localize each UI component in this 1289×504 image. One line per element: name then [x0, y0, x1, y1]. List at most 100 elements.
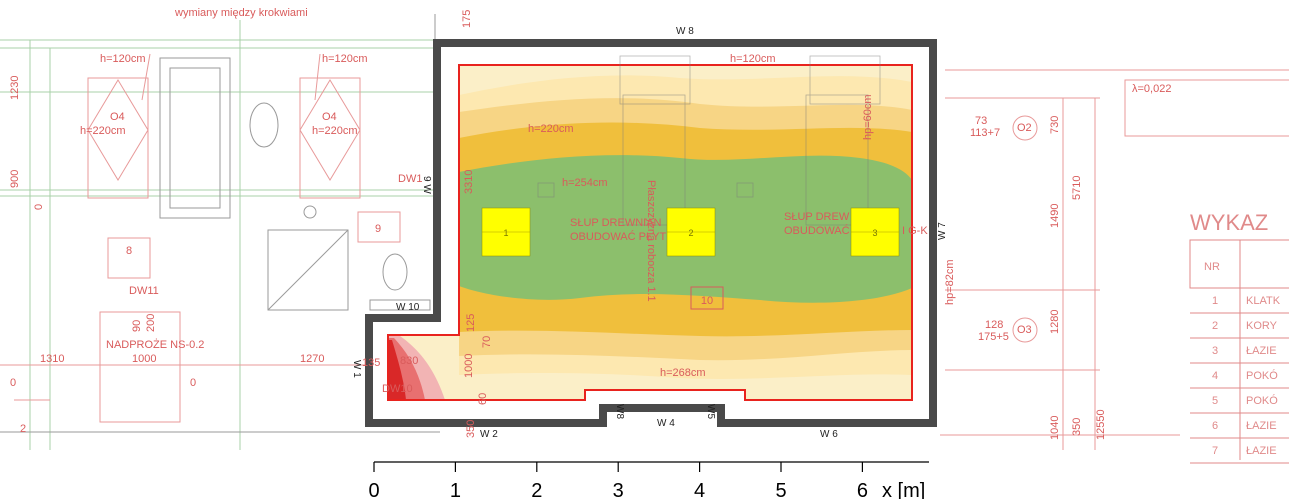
wall-w9: 9 W [421, 176, 432, 194]
wykaz-row-nr: 7 [1212, 445, 1218, 457]
pillar-text-1: SŁUP DREWNIAN [570, 217, 662, 229]
dim-1310: 1310 [40, 353, 64, 365]
dim-0b: 0 [10, 377, 16, 389]
wykaz-row-nr: 1 [1212, 295, 1218, 307]
wall-w8b: W8 [614, 404, 625, 419]
h120-label-b: h=120cm [322, 53, 368, 65]
dim-3310: 3310 [463, 170, 475, 194]
wykaz-row-name: ŁAZIE [1246, 420, 1277, 432]
dw10-label: DW10 [382, 383, 413, 395]
dim-5710: 5710 [1071, 176, 1083, 200]
pillar-text-2c: I G-K [902, 225, 928, 237]
pillar-label: 3 [872, 228, 877, 238]
room-2-label: 2 [20, 423, 26, 435]
wall-w2: W 2 [480, 429, 498, 440]
o2-label: O2 [1017, 122, 1032, 134]
dim-900: 900 [9, 170, 21, 188]
room-8-label: 8 [126, 245, 132, 257]
wykaz-row-nr: 3 [1212, 345, 1218, 357]
wall-w10: W 10 [396, 302, 420, 313]
h220-label-b: h=220cm [312, 125, 358, 137]
pillar-text-2b: OBUDOWAĆ [784, 224, 850, 237]
dim-70: 70 [481, 336, 493, 348]
dim-1000a: 1000 [132, 353, 156, 365]
dim-175top: 175 [461, 10, 473, 28]
dim-350b: 350 [1071, 418, 1083, 436]
dw11-label: DW11 [129, 285, 159, 297]
plan-labels: 10 h=120cm h=220cm h=254cm h=268cm SŁUP … [9, 7, 1171, 440]
dim-73: 73 [975, 115, 987, 127]
wall-w5: W5 [705, 404, 716, 419]
wykaz-row-nr: 5 [1212, 395, 1218, 407]
work-plane-outline[interactable] [387, 64, 913, 401]
dim-113: 113+7 [970, 127, 1000, 139]
dim-1230: 1230 [9, 76, 21, 100]
h120-label-a: h=120cm [100, 53, 146, 65]
wykaz-row-nr: 6 [1212, 420, 1218, 432]
top-note: wymiany między krokwiami [174, 7, 308, 19]
dim-125: 125 [465, 314, 477, 332]
pillar-label: 1 [503, 228, 508, 238]
pillar-label: 2 [688, 228, 693, 238]
lambda-label: λ=0,022 [1132, 83, 1171, 95]
h120-label-c: h=120cm [730, 53, 776, 65]
dim-60: 60 [477, 393, 489, 405]
dim-200: 200 [145, 314, 157, 332]
scale-tick-label: 6 [857, 480, 868, 499]
background-plan-dark-lines [0, 14, 440, 433]
wall-w7: W 7 [937, 222, 948, 240]
dim-830: 830 [400, 355, 418, 367]
wykaz-title: WYKAZ [1190, 210, 1268, 235]
wykaz-row-name: KLATK [1246, 295, 1281, 307]
scale-unit-label: x [m] [882, 480, 925, 499]
dim-1000b: 1000 [463, 354, 475, 378]
wykaz-row-name: KORY [1246, 320, 1278, 332]
dim-0a: 0 [33, 204, 45, 210]
scale-tick-label: 3 [613, 480, 624, 499]
pillar-group: 1 2 3 [481, 207, 900, 257]
dim-1280: 1280 [1049, 310, 1061, 334]
pillar-text-2: SŁUP DREW [784, 211, 850, 223]
wall-w8: W 8 [676, 26, 694, 37]
dim-175: 175+5 [978, 331, 1009, 343]
wykaz-row-nr: 2 [1212, 320, 1218, 332]
zone-red-core [388, 340, 406, 400]
scale-tick-label: 2 [531, 480, 542, 499]
lintel-label: NADPROŻE NS-0.2 [106, 338, 204, 351]
h220-label-c: h=220cm [528, 123, 574, 135]
wall-w6: W 6 [820, 429, 838, 440]
wall-w4: W 4 [657, 418, 675, 429]
dw1-label: DW1 [398, 173, 422, 185]
dim-90: 90 [131, 320, 143, 332]
room-number-box [690, 286, 724, 310]
wykaz-header-nr: NR [1204, 261, 1220, 273]
dim-12550: 12550 [1095, 409, 1107, 440]
dim-730: 730 [1049, 116, 1061, 134]
hp82-label: hp=82cm [944, 259, 956, 305]
dim-1040: 1040 [1049, 416, 1061, 440]
wykaz-row-nr: 4 [1212, 370, 1218, 382]
scale-tick-label: 1 [450, 480, 461, 499]
o4-label-b: O4 [322, 111, 337, 123]
o3-label: O3 [1017, 324, 1032, 336]
o4-label-a: O4 [110, 111, 125, 123]
room-number-label: 10 [701, 295, 713, 307]
work-plane-label: Płaszczyzna robocza 1.1 [645, 180, 657, 302]
dim-0c: 0 [190, 377, 196, 389]
scale-tick-label: 0 [368, 480, 379, 499]
h268-label: h=268cm [660, 367, 706, 379]
h254-label: h=254cm [562, 177, 608, 189]
wall-w1: W 1 [351, 360, 362, 378]
wykaz-row-name: POKÓ [1246, 394, 1278, 407]
h220-label-a: h=220cm [80, 125, 126, 137]
room-9-label: 9 [375, 223, 381, 235]
background-red-lines [0, 53, 1289, 450]
overlay-plan-lines [537, 55, 881, 226]
scale-tick-label: 4 [694, 480, 705, 499]
wykaz-row-name: ŁAZIE [1246, 345, 1277, 357]
